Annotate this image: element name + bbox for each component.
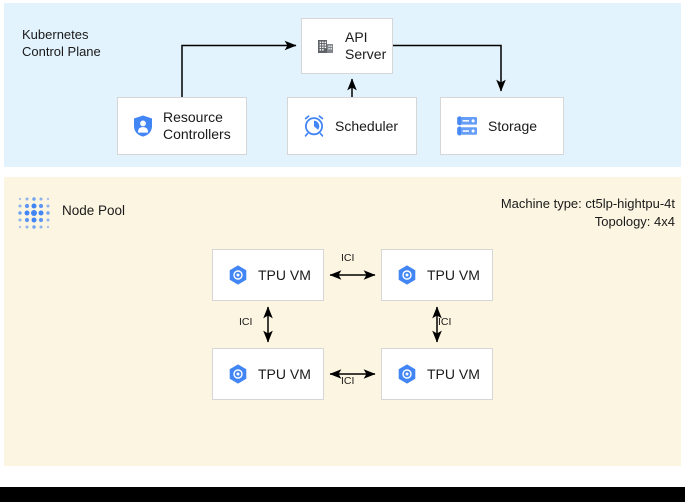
node-pool-panel xyxy=(4,177,681,466)
api-server-label: API Server xyxy=(345,29,387,62)
tpu-vm-node-3[interactable]: TPU VM xyxy=(212,348,324,400)
tpu-hexagon-icon xyxy=(227,264,249,286)
ici-label-top: ICI xyxy=(341,252,355,264)
storage-node[interactable]: Storage xyxy=(440,97,564,155)
bottom-bar xyxy=(0,487,685,502)
api-server-node[interactable]: API Server xyxy=(301,18,393,74)
alarm-clock-icon xyxy=(302,114,326,138)
machine-type-text: Machine type: ct5lp-hightpu-4t xyxy=(500,196,675,211)
tpu-vm-label-4: TPU VM xyxy=(427,365,480,382)
resource-controllers-node[interactable]: Resource Controllers xyxy=(117,97,247,155)
shield-person-icon xyxy=(132,114,154,138)
tpu-vm-label-3: TPU VM xyxy=(258,365,311,382)
control-plane-title: Kubernetes Control Plane xyxy=(22,27,101,59)
tpu-hexagon-icon xyxy=(227,363,249,385)
scheduler-label: Scheduler xyxy=(335,117,399,134)
node-pool-label: Node Pool xyxy=(62,203,126,218)
tpu-vm-node-4[interactable]: TPU VM xyxy=(381,348,493,400)
dot-grid-icon xyxy=(14,193,54,238)
storage-label: Storage xyxy=(488,117,538,134)
ici-label-bottom: ICI xyxy=(341,375,355,387)
tpu-vm-label-1: TPU VM xyxy=(258,266,311,283)
tpu-hexagon-icon xyxy=(396,264,418,286)
resource-controllers-label: Resource Controllers xyxy=(163,109,231,142)
tpu-vm-node-1[interactable]: TPU VM xyxy=(212,249,324,301)
tpu-vm-label-2: TPU VM xyxy=(427,266,480,283)
tpu-hexagon-icon xyxy=(396,363,418,385)
scheduler-node[interactable]: Scheduler xyxy=(287,97,417,155)
ici-label-left: ICI xyxy=(239,316,253,328)
server-rack-icon xyxy=(455,115,479,137)
office-building-icon xyxy=(316,36,336,56)
machine-info: Machine type: ct5lp-hightpu-4t Topology:… xyxy=(501,195,675,231)
topology-text: Topology: 4x4 xyxy=(594,214,675,229)
ici-label-right: ICI xyxy=(438,316,452,328)
tpu-vm-node-2[interactable]: TPU VM xyxy=(381,249,493,301)
